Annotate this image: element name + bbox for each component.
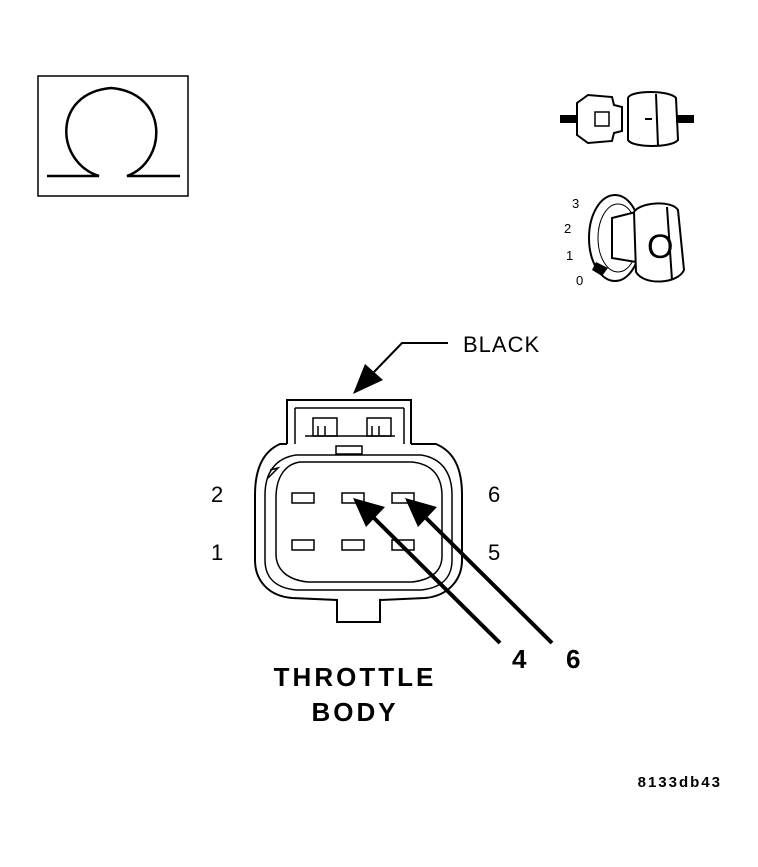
ignition-key-label: O	[647, 228, 673, 266]
component-name-line2: BODY	[311, 697, 398, 727]
throttle-body-connector	[254, 399, 463, 623]
probe-arrow-4	[353, 498, 502, 645]
pin-cavity-2	[291, 492, 315, 504]
probe-label-4: 4	[512, 644, 527, 674]
pin-cavity-6	[391, 492, 415, 504]
pin-label-5: 5	[488, 540, 500, 565]
ignition-position-2: 2	[564, 221, 571, 236]
color-callout: BLACK	[353, 332, 540, 394]
ohm-icon	[37, 75, 189, 197]
connector-color-label: BLACK	[463, 332, 540, 357]
pin-label-2: 2	[211, 482, 223, 507]
connector-disconnect-icon	[560, 91, 694, 147]
pin-cavity-1	[291, 539, 315, 551]
pin-label-6: 6	[488, 482, 500, 507]
ignition-position-1: 1	[566, 248, 573, 263]
pin-label-1: 1	[211, 540, 223, 565]
ignition-position-3: 3	[572, 196, 579, 211]
probe-arrow-6	[405, 498, 554, 645]
ignition-key-icon: 3 2 1 0 O	[564, 194, 686, 288]
ignition-position-0: 0	[576, 273, 583, 288]
probe-label-6: 6	[566, 644, 580, 674]
pin-cavity-3	[341, 539, 365, 551]
figure-id: 8133db43	[638, 774, 722, 791]
component-name-line1: THROTTLE	[274, 662, 437, 692]
